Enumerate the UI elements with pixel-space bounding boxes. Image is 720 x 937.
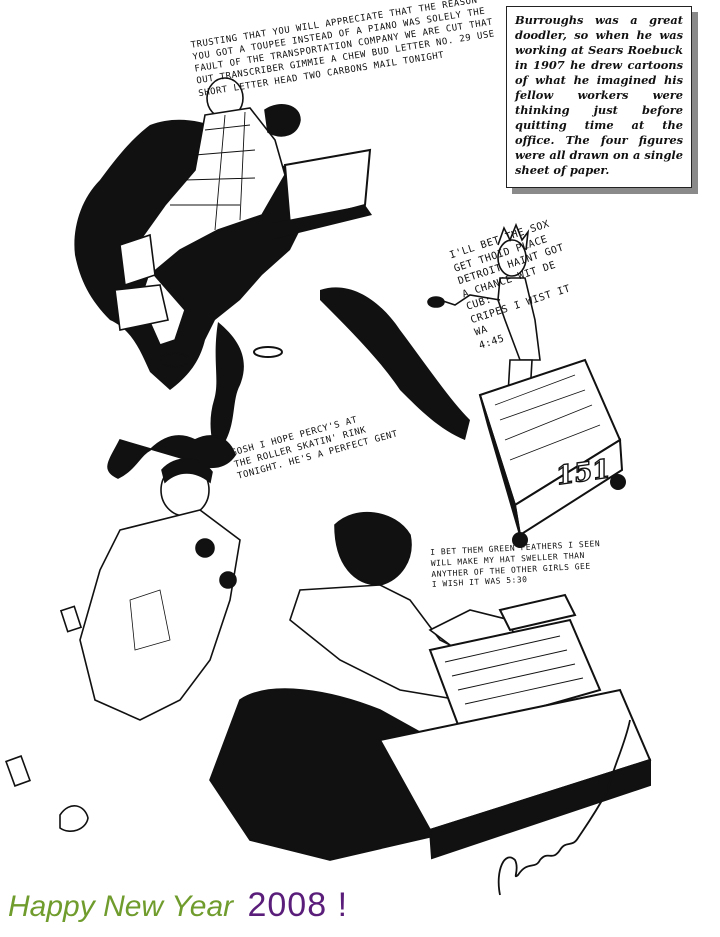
greeting-word-2: New [103,890,164,923]
mail-cart [478,358,626,548]
office-boy-figure [427,222,541,396]
greeting-word-1: Happy [8,890,95,923]
ink-bottle-left [59,605,83,633]
spittoon [253,346,283,358]
signature-scrawl [497,719,631,896]
caption-text: Burroughs was a great doodler, so when h… [515,13,683,178]
ink-drip-center [210,322,244,460]
desk-edge [262,205,372,240]
greeting-word-3: Year [171,890,234,923]
office-chair [114,233,169,331]
caption-box: Burroughs was a great doodler, so when h… [506,6,692,188]
ink-shadow-right [320,287,470,440]
ink-bottle-bottom [5,755,31,787]
shoe-bottom [59,805,89,832]
typewriter-desk [378,593,652,860]
new-year-greeting: Happy New Year 2008 ! [8,880,348,930]
girl-with-bow-figure [79,435,241,721]
greeting-year: 2008 ! [247,886,349,924]
